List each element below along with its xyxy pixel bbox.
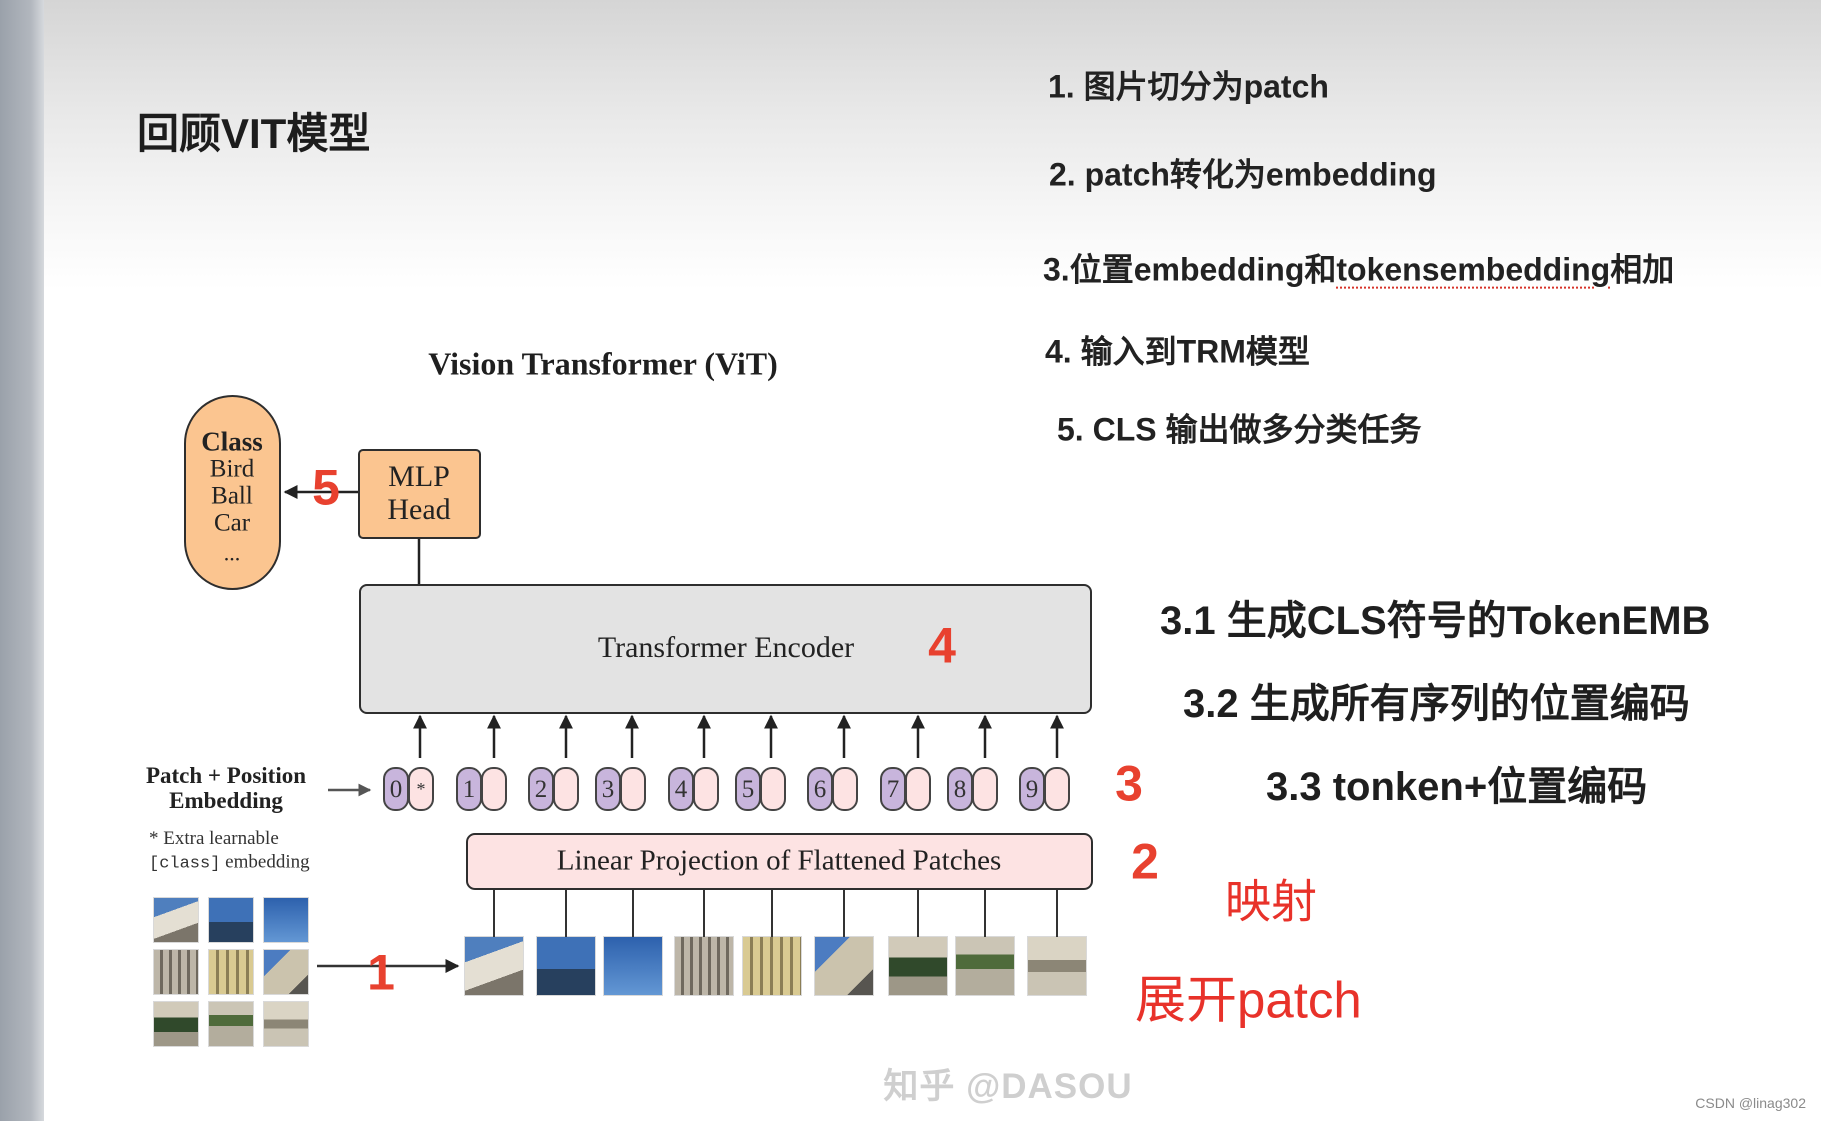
class-item: Bird: [209, 455, 255, 483]
patch-token-7: [905, 767, 931, 811]
flattened-patch-image-6: [815, 937, 873, 995]
slide-title: 回顾VIT模型: [137, 109, 371, 157]
position-embedding-0: 0: [383, 767, 409, 811]
flattened-patch-image-8: [956, 937, 1014, 995]
class-note-line2: [class] embedding: [149, 852, 310, 875]
patch-token-9: [1044, 767, 1070, 811]
grid-patch-5: [209, 950, 253, 994]
flattened-patch-row: [0, 937, 1821, 995]
watermark: 知乎 @DASOU: [883, 1066, 1133, 1106]
linear-projection-label: Linear Projection of Flattened Patches: [556, 844, 1002, 877]
class-note-code: [class]: [149, 854, 221, 874]
position-embedding-7: 7: [880, 767, 906, 811]
marker-3: 3: [1115, 755, 1143, 812]
position-embedding-1: 1: [456, 767, 482, 811]
step-3-prefix: 3.位置embedding和: [1043, 251, 1337, 288]
grid-patch-2: [209, 898, 253, 942]
substep-3-3: 3.3 tonken+位置编码: [1266, 765, 1648, 809]
grid-patch-9: [264, 1002, 308, 1046]
class-item: Car: [213, 509, 251, 537]
class-item: ...: [223, 540, 241, 566]
credit-text: CSDN @linag302: [1695, 1095, 1806, 1111]
step-4: 4. 输入到TRM模型: [1045, 333, 1310, 370]
step-3: 3.位置embedding和tokensembedding相加: [1043, 252, 1674, 289]
patch-token-6: [832, 767, 858, 811]
flattened-patch-image-4: [675, 937, 733, 995]
patch-token-3: [620, 767, 646, 811]
substep-3-2: 3.2 生成所有序列的位置编码: [1183, 682, 1690, 726]
grid-patch-6: [264, 950, 308, 994]
class-box-heading: Class: [201, 426, 263, 457]
annotation-mapping: 映射: [1225, 875, 1317, 928]
marker-2: 2: [1131, 833, 1159, 890]
slide-left-strip: [0, 0, 44, 1121]
embedding-label-line2: Embedding: [169, 787, 283, 813]
mlp-head-label-line1: MLP: [388, 459, 450, 493]
class-output-box: [184, 395, 281, 590]
embedding-label-line1: Patch + Position: [145, 762, 307, 788]
patch-token-2: [553, 767, 579, 811]
flattened-patch-image-7: [889, 937, 947, 995]
marker-5: 5: [312, 459, 340, 516]
position-embedding-9: 9: [1019, 767, 1045, 811]
flattened-patch-image-9: [1028, 937, 1086, 995]
flattened-patch-image-5: [743, 937, 801, 995]
position-embedding-2: 2: [528, 767, 554, 811]
grid-patch-1: [154, 898, 198, 942]
patch-token-8: [972, 767, 998, 811]
step-3-underlined-term: tokensembedding: [1336, 251, 1611, 288]
step-3-suffix: 相加: [1610, 251, 1675, 288]
grid-patch-8: [209, 1002, 253, 1046]
grid-patch-4: [154, 950, 198, 994]
flattened-patch-image-3: [604, 937, 662, 995]
patch-token-1: [481, 767, 507, 811]
mlp-head-box: [358, 449, 481, 539]
transformer-encoder-label: Transformer Encoder: [597, 630, 855, 664]
position-embedding-6: 6: [807, 767, 833, 811]
position-embedding-5: 5: [735, 767, 761, 811]
step-2: 2. patch转化为embedding: [1049, 156, 1437, 193]
flattened-patch-image-2: [537, 937, 595, 995]
class-note-rest: embedding: [220, 851, 310, 873]
marker-1: 1: [367, 944, 395, 1001]
grid-patch-7: [154, 1002, 198, 1046]
linear-projection-box: [466, 833, 1093, 890]
grid-patch-3: [264, 898, 308, 942]
class-item: Ball: [211, 482, 253, 510]
substep-3-1: 3.1 生成CLS符号的TokenEMB: [1160, 599, 1711, 643]
patch-token-5: [760, 767, 786, 811]
patch-token-4: [693, 767, 719, 811]
transformer-encoder-box: [359, 584, 1092, 714]
step-5: 5. CLS 输出做多分类任务: [1057, 411, 1422, 448]
image-patch-grid: [154, 898, 308, 1046]
mlp-head-label-line2: Head: [387, 492, 451, 526]
position-embedding-4: 4: [668, 767, 694, 811]
position-embedding-8: 8: [947, 767, 973, 811]
flattened-patch-image-1: [465, 937, 523, 995]
diagram-title: Vision Transformer (ViT): [428, 345, 778, 382]
class-token: *: [408, 767, 434, 811]
step-1: 1. 图片切分为patch: [1048, 68, 1329, 105]
marker-4: 4: [928, 617, 956, 674]
annotation-flatten-patch: 展开patch: [1135, 971, 1362, 1029]
class-note-line1: * Extra learnable: [149, 828, 279, 850]
position-embedding-3: 3: [595, 767, 621, 811]
